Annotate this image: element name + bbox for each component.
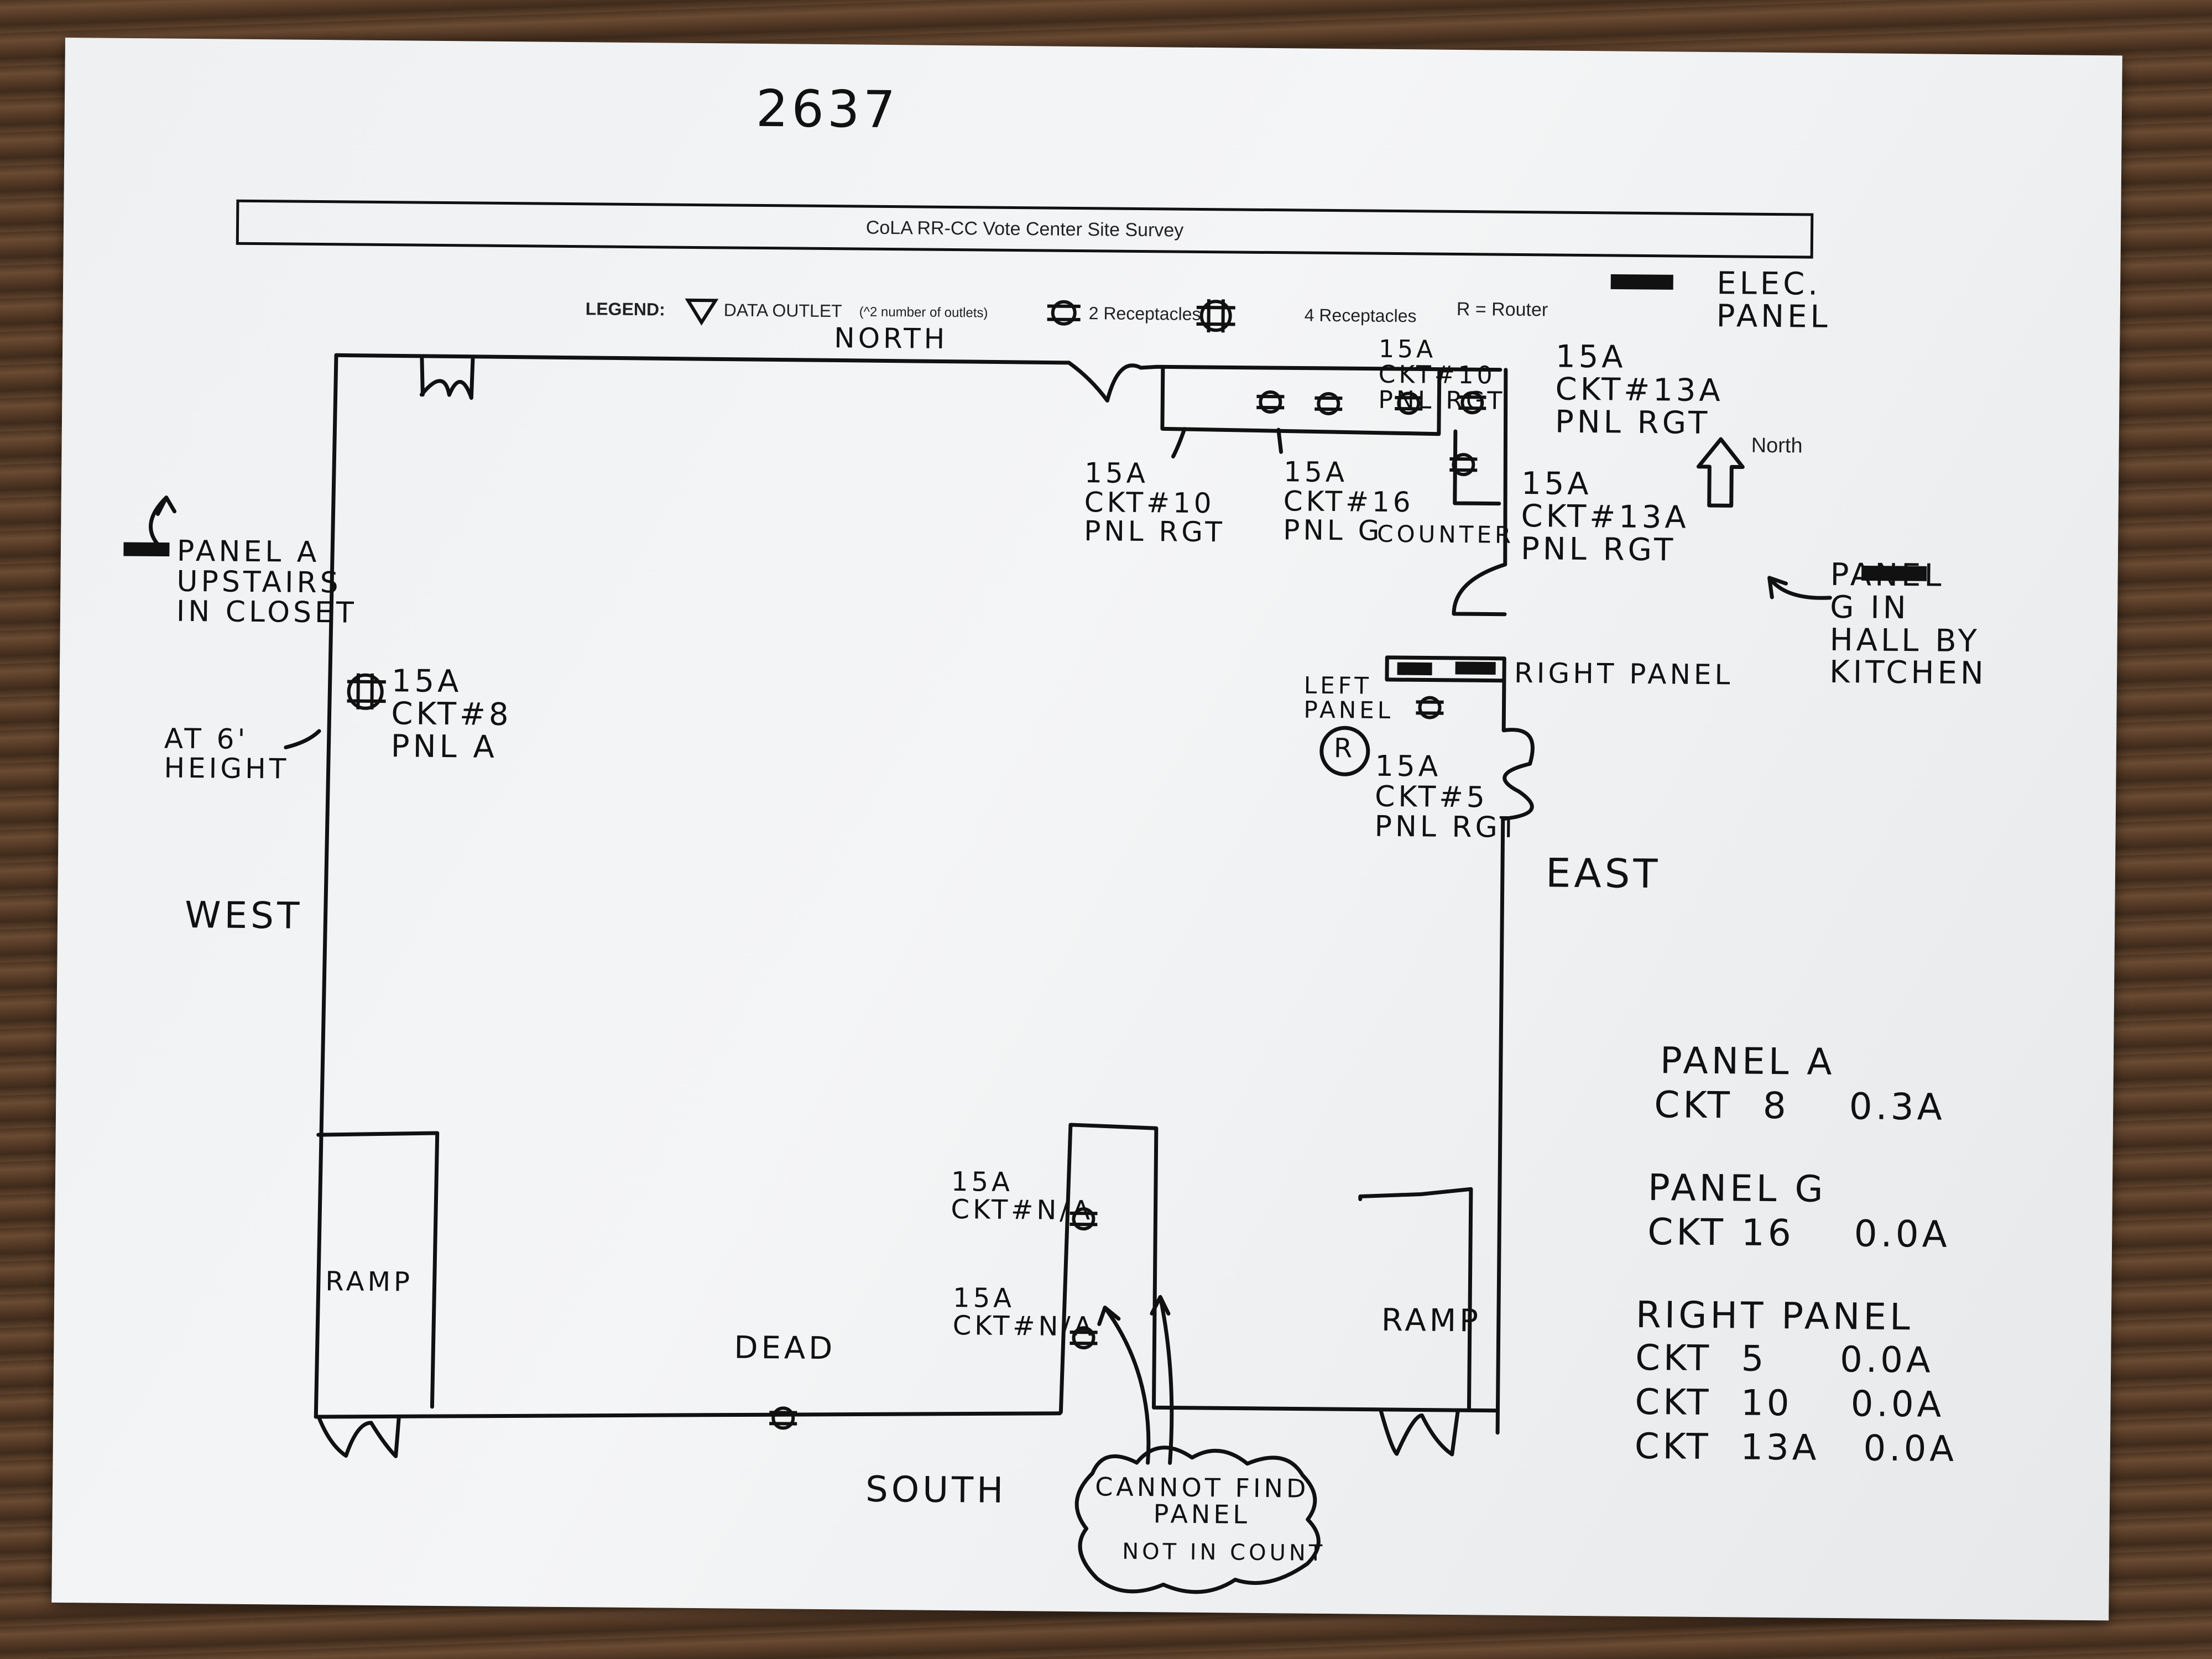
router-circle bbox=[1319, 726, 1370, 776]
legend-two-receptacles: 2 Receptacles bbox=[1088, 303, 1201, 324]
circuit-label-na-2: 15A CKT#N/A bbox=[952, 1282, 1095, 1343]
circuit-label-ckt13a-north: 15A CKT#13A PNL RGT bbox=[1554, 338, 1724, 441]
legend-label: LEGEND: bbox=[585, 299, 665, 320]
cannot-find-arrow-2 bbox=[1150, 1295, 1174, 1465]
page-number: 2637 bbox=[755, 79, 899, 140]
panel-g-note: PANEL G IN HALL BY KITCHEN bbox=[1829, 556, 1987, 692]
panel-a-pointer-arrow bbox=[149, 495, 177, 550]
cannot-find-arrow-1 bbox=[1097, 1305, 1151, 1465]
panel-a-icon bbox=[123, 542, 170, 557]
router-mark: R bbox=[1333, 733, 1356, 764]
summary-right-panel-row-2: CKT 10 0.0A bbox=[1635, 1381, 1945, 1426]
receptacle-2-icon-pillar-1 bbox=[1070, 1207, 1098, 1231]
receptacle-2-icon-north-4 bbox=[1458, 391, 1486, 415]
legend-data-outlet-note: (^2 number of outlets) bbox=[859, 304, 988, 321]
circuit-label-ckt10-north: 15A CKT#10 PNL RGT bbox=[1378, 335, 1506, 416]
survey-sheet: CoLA RR-CC Vote Center Site Survey 2637 … bbox=[51, 38, 2122, 1621]
data-outlet-legend-icon bbox=[685, 298, 719, 326]
legend-data-outlet: DATA OUTLET bbox=[723, 300, 842, 321]
east-door bbox=[1452, 562, 1507, 617]
left-ramp bbox=[316, 1131, 440, 1409]
not-in-count-note: NOT IN COUNT bbox=[1121, 1538, 1326, 1566]
two-receptacles-legend-icon bbox=[1047, 300, 1081, 326]
left-panel-label: LEFT PANEL bbox=[1303, 671, 1394, 724]
receptacle-2-icon-panel bbox=[1416, 696, 1444, 719]
summary-right-panel-row-3: CKT 13A 0.0A bbox=[1634, 1426, 1958, 1470]
panel-g-pointer-arrow bbox=[1767, 576, 1832, 600]
south-label: SOUTH bbox=[865, 1469, 1007, 1511]
south-wall bbox=[314, 1411, 1062, 1419]
south-door-left bbox=[316, 1415, 401, 1458]
summary-right-panel: RIGHT PANEL bbox=[1635, 1293, 1914, 1339]
elec-panel-note: ELEC. PANEL bbox=[1716, 265, 1831, 335]
circuit-label-ckt5: 15A CKT#5 PNL RGT bbox=[1374, 749, 1521, 845]
west-wall bbox=[314, 353, 338, 1419]
at-height-note: AT 6' HEIGHT bbox=[164, 722, 290, 785]
north-door-middle bbox=[1067, 361, 1503, 403]
south-wall-east bbox=[1373, 1407, 1500, 1413]
panel-a-note: PANEL A UPSTAIRS IN CLOSET bbox=[176, 534, 357, 630]
north-door-left bbox=[419, 357, 475, 400]
right-panel-icon bbox=[1455, 661, 1496, 675]
floor-plan-drawing bbox=[123, 274, 1927, 1594]
right-ramp bbox=[1358, 1187, 1473, 1412]
cannot-find-cloud bbox=[1074, 1446, 1321, 1594]
summary-panel-a: PANEL A bbox=[1660, 1039, 1835, 1083]
summary-panel-a-row: CKT 8 0.3A bbox=[1653, 1083, 1946, 1129]
at-height-leader bbox=[284, 729, 321, 750]
receptacle-2-icon-pillar-2 bbox=[1070, 1326, 1098, 1350]
circuit-leader-1 bbox=[1171, 427, 1187, 459]
north-wall bbox=[334, 353, 1071, 365]
north-arrow-label: North bbox=[1751, 434, 1803, 458]
south-door-right bbox=[1378, 1407, 1460, 1457]
legend-router: R = Router bbox=[1456, 298, 1548, 321]
east-wall-middle bbox=[1495, 679, 1535, 1435]
circuit-leader-2 bbox=[1276, 427, 1284, 454]
summary-panel-g: PANEL G bbox=[1647, 1166, 1827, 1211]
receptacle-2-icon-north-3 bbox=[1395, 392, 1423, 415]
panel-g-icon bbox=[1861, 565, 1927, 581]
counter-outline bbox=[1160, 366, 1442, 436]
summary-right-panel-row-1: CKT 5 0.0A bbox=[1635, 1337, 1934, 1381]
east-label: EAST bbox=[1545, 849, 1661, 898]
circuit-label-ckt8: 15A CKT#8 PNL A bbox=[390, 663, 512, 765]
east-wall-upper bbox=[1503, 368, 1508, 567]
circuit-label-ckt10-counter: 15A CKT#10 PNL RGT bbox=[1084, 457, 1226, 549]
dead-label: DEAD bbox=[734, 1329, 836, 1367]
south-pillar bbox=[1058, 1123, 1377, 1415]
left-ramp-label: RAMP bbox=[325, 1266, 414, 1298]
circuit-label-ckt16: 15A CKT#16 PNL G bbox=[1283, 456, 1414, 547]
circuit-label-ckt13a-counter: 15A CKT#13A PNL RGT bbox=[1520, 466, 1689, 568]
north-label: NORTH bbox=[834, 322, 948, 355]
summary-panel-g-row: CKT 16 0.0A bbox=[1647, 1211, 1951, 1256]
elec-panel-legend-icon bbox=[1610, 274, 1673, 290]
legend-four-receptacles: 4 Receptacles bbox=[1304, 305, 1417, 326]
receptacle-2-icon-north-2 bbox=[1314, 392, 1343, 415]
counter-side bbox=[1453, 429, 1501, 506]
receptacle-2-icon-counter bbox=[1449, 453, 1478, 477]
circuit-label-na-1: 15A CKT#N/A bbox=[951, 1166, 1094, 1227]
receptacle-2-icon-dead bbox=[769, 1406, 797, 1430]
receptacle-2-icon-north-1 bbox=[1256, 390, 1285, 414]
right-ramp-label: RAMP bbox=[1381, 1302, 1482, 1339]
four-receptacles-legend-icon bbox=[1196, 299, 1235, 333]
cannot-find-panel-note: CANNOT FIND PANEL bbox=[1094, 1472, 1310, 1530]
receptacle-4-icon-west bbox=[347, 673, 386, 710]
north-arrow bbox=[1696, 437, 1745, 508]
page-title: CoLA RR-CC Vote Center Site Survey bbox=[865, 217, 1184, 241]
west-label: WEST bbox=[184, 893, 303, 937]
right-panel-label: RIGHT PANEL bbox=[1514, 656, 1734, 691]
left-panel-icon bbox=[1397, 662, 1432, 676]
